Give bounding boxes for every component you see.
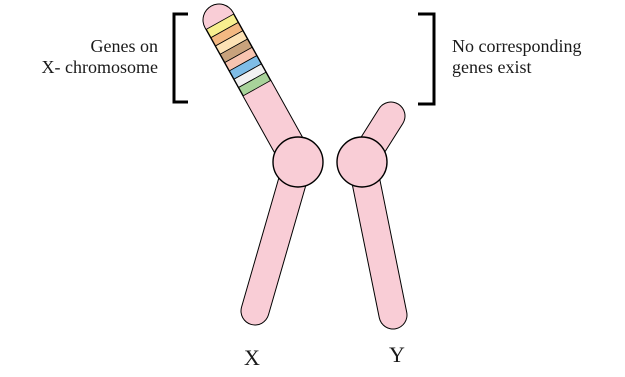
x-lower-arm xyxy=(241,148,312,325)
x-chromosome xyxy=(202,3,324,326)
y-chromosome xyxy=(336,101,408,330)
genes-on-line1: Genes on xyxy=(90,36,158,56)
x-chromosome-label: X xyxy=(244,345,260,370)
gene-bands xyxy=(205,13,272,97)
x-centromere xyxy=(272,136,324,188)
gene-band xyxy=(238,71,272,97)
y-centromere xyxy=(336,136,388,188)
no-genes-line2: genes exist xyxy=(452,57,532,77)
left-bracket xyxy=(172,12,188,104)
genes-on-line2: X- chromosome xyxy=(41,57,158,77)
no-genes-line1: No corresponding xyxy=(452,36,582,56)
y-lower-arm xyxy=(348,148,407,329)
genes-on-x-label: Genes on X- chromosome xyxy=(42,36,158,78)
y-chromosome-label: Y xyxy=(389,342,405,367)
no-corresponding-genes-label: No corresponding genes exist xyxy=(452,36,581,78)
right-bracket xyxy=(418,12,436,106)
